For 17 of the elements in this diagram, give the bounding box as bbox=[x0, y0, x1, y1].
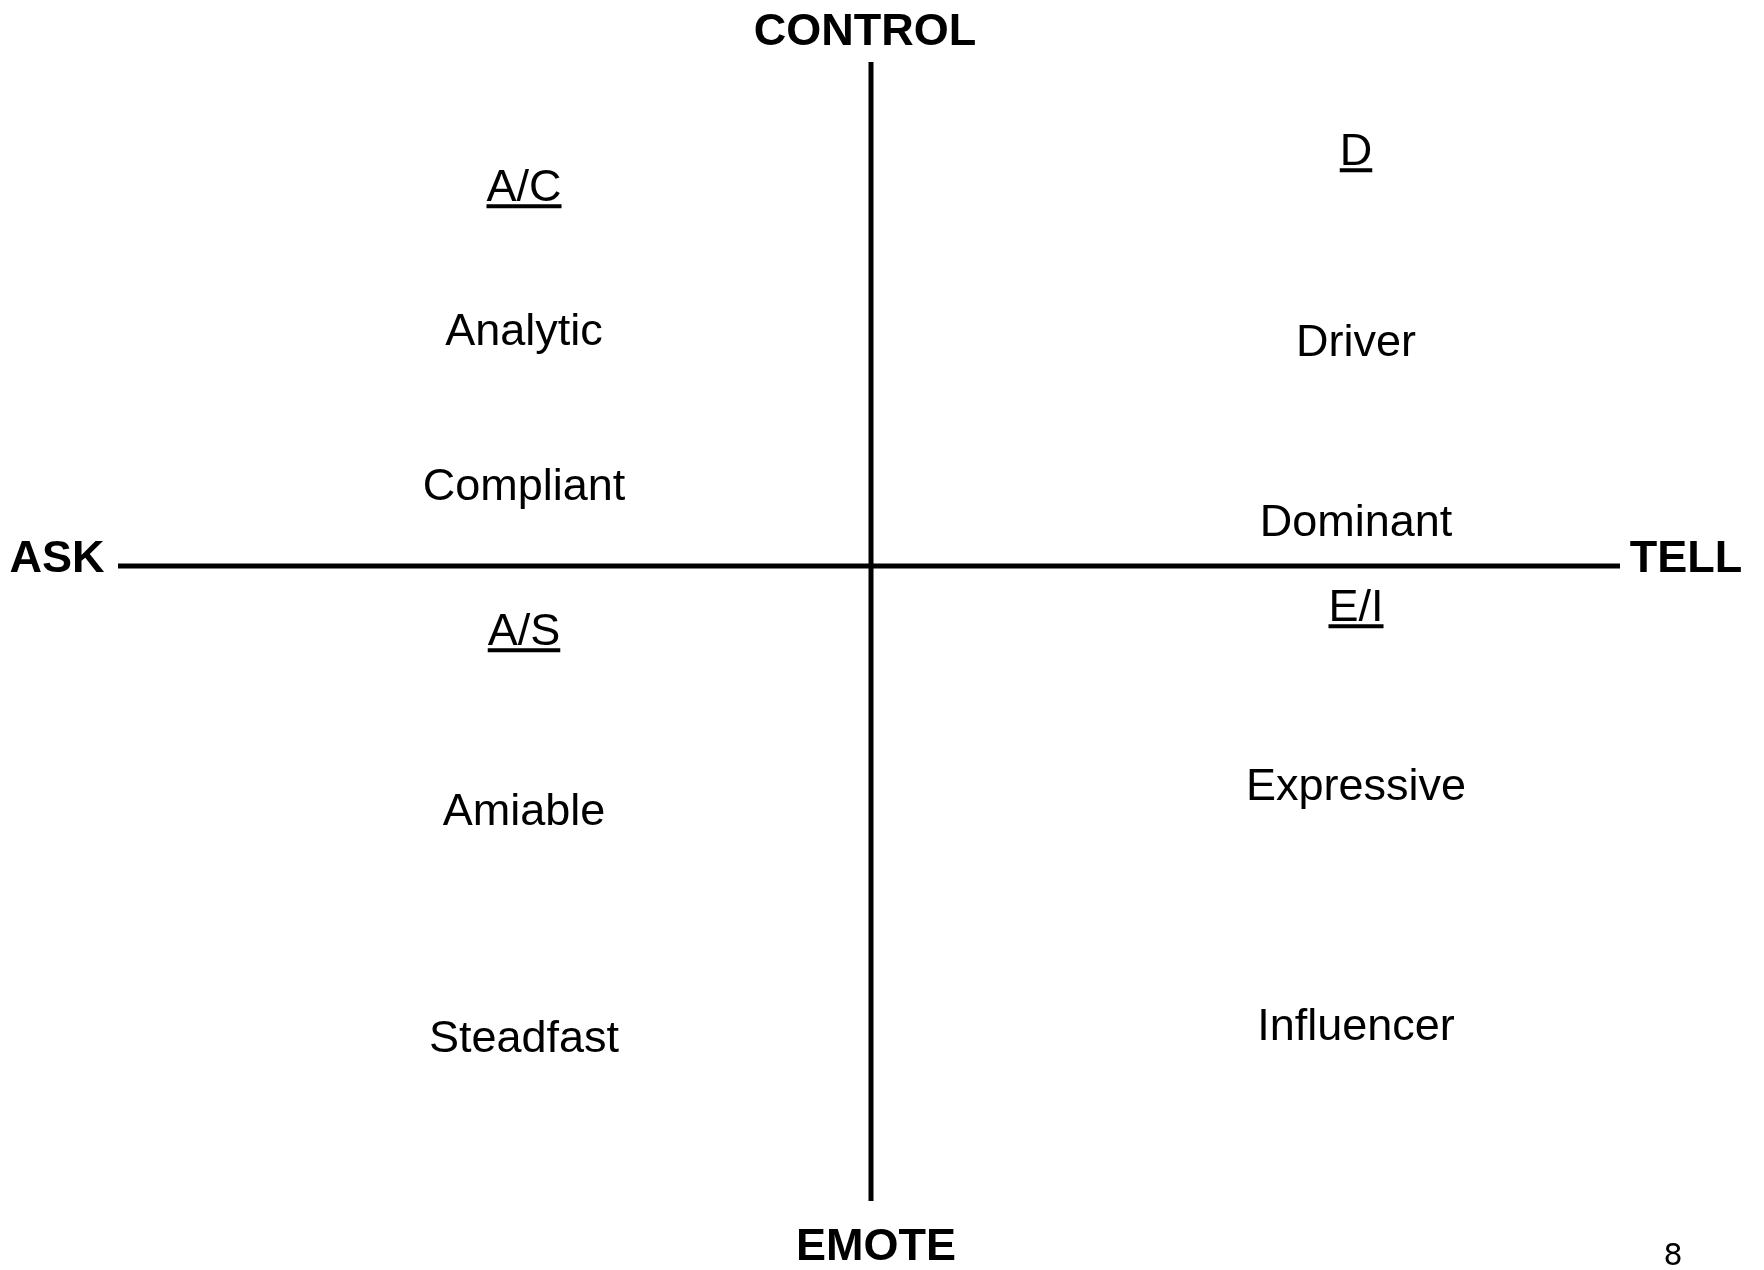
style-name: Dominant bbox=[1259, 496, 1453, 546]
axis-label: EMOTE bbox=[796, 1220, 956, 1270]
style-name: Compliant bbox=[422, 460, 626, 510]
style-name: Driver bbox=[1296, 316, 1416, 366]
quadrant-code: D bbox=[1339, 125, 1373, 175]
quadrant-code: A/C bbox=[486, 161, 562, 211]
axis-label: TELL bbox=[1629, 532, 1743, 582]
page-number: 8 bbox=[1663, 1237, 1683, 1270]
style-name: Influencer bbox=[1257, 1000, 1455, 1050]
style-name: Amiable bbox=[442, 785, 606, 835]
quadrant-code: A/S bbox=[487, 605, 561, 655]
style-name: Expressive bbox=[1245, 760, 1467, 810]
quadrant-code: E/I bbox=[1328, 581, 1384, 631]
style-name: Steadfast bbox=[428, 1012, 620, 1062]
axis-label: CONTROL bbox=[753, 5, 977, 55]
style-name: Analytic bbox=[445, 305, 603, 355]
axis-label: ASK bbox=[9, 532, 105, 582]
